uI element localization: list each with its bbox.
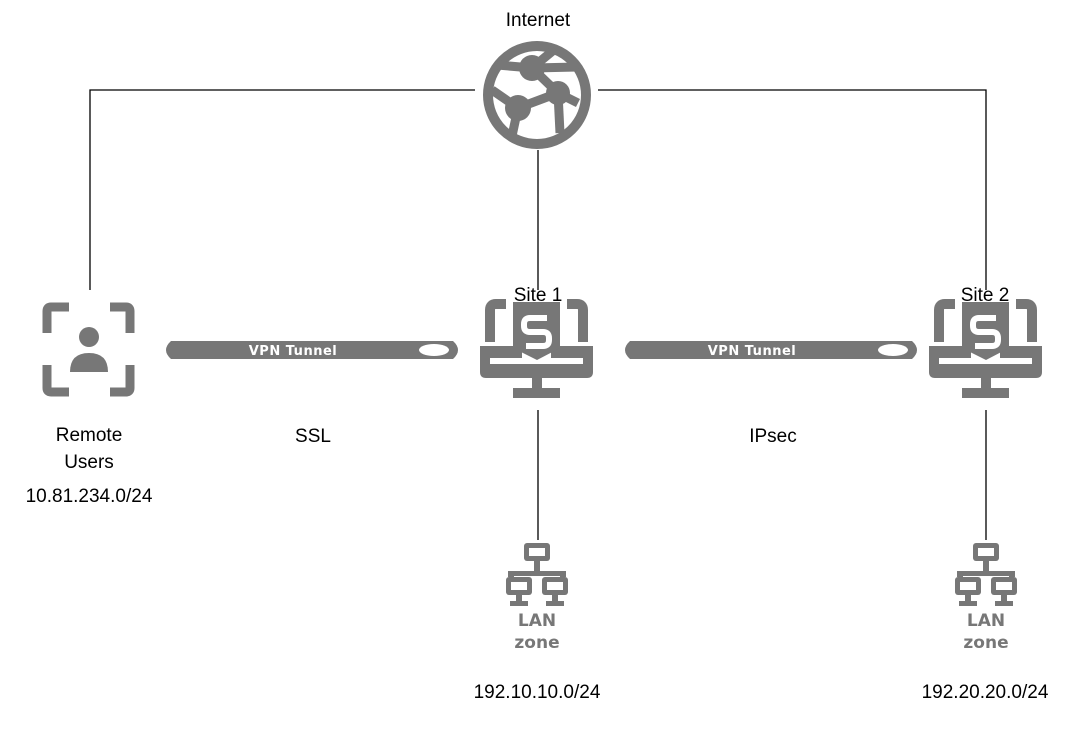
site1-label: Site 1	[513, 285, 563, 306]
site1-lan-icon: LAN zone	[506, 543, 568, 653]
vpn-tunnel-ssl: VPN Tunnel	[166, 341, 458, 359]
internet-label: Internet	[505, 10, 571, 31]
line-internet-site2	[598, 89, 987, 290]
site2-firewall-icon	[929, 302, 1042, 398]
svg-text:zone: zone	[963, 633, 1008, 653]
site2-lan-icon: LAN zone	[955, 543, 1017, 653]
remote-users-icon	[42, 302, 135, 397]
line-internet-remote-users	[89, 89, 475, 290]
svg-text:LAN: LAN	[518, 611, 556, 631]
site2-label: Site 2	[960, 285, 1010, 306]
connection-lines	[89, 89, 987, 540]
vpn-tunnel-ipsec: VPN Tunnel	[625, 341, 917, 359]
site2-subnet: 192.20.20.0/24	[921, 682, 1049, 703]
remote-users-label-line1: Remote	[55, 425, 123, 446]
site1-firewall-icon	[480, 302, 593, 398]
globe-icon	[483, 41, 591, 149]
ipsec-protocol-label: IPsec	[749, 426, 797, 447]
site1-subnet: 192.10.10.0/24	[473, 682, 601, 703]
remote-users-subnet: 10.81.234.0/24	[25, 486, 153, 507]
remote-users-label-line2: Users	[64, 452, 114, 473]
vpn-tunnel-label: VPN Tunnel	[708, 344, 796, 359]
svg-text:LAN: LAN	[967, 611, 1005, 631]
vpn-tunnel-label: VPN Tunnel	[249, 344, 337, 359]
ssl-protocol-label: SSL	[295, 426, 331, 447]
svg-text:zone: zone	[514, 633, 559, 653]
